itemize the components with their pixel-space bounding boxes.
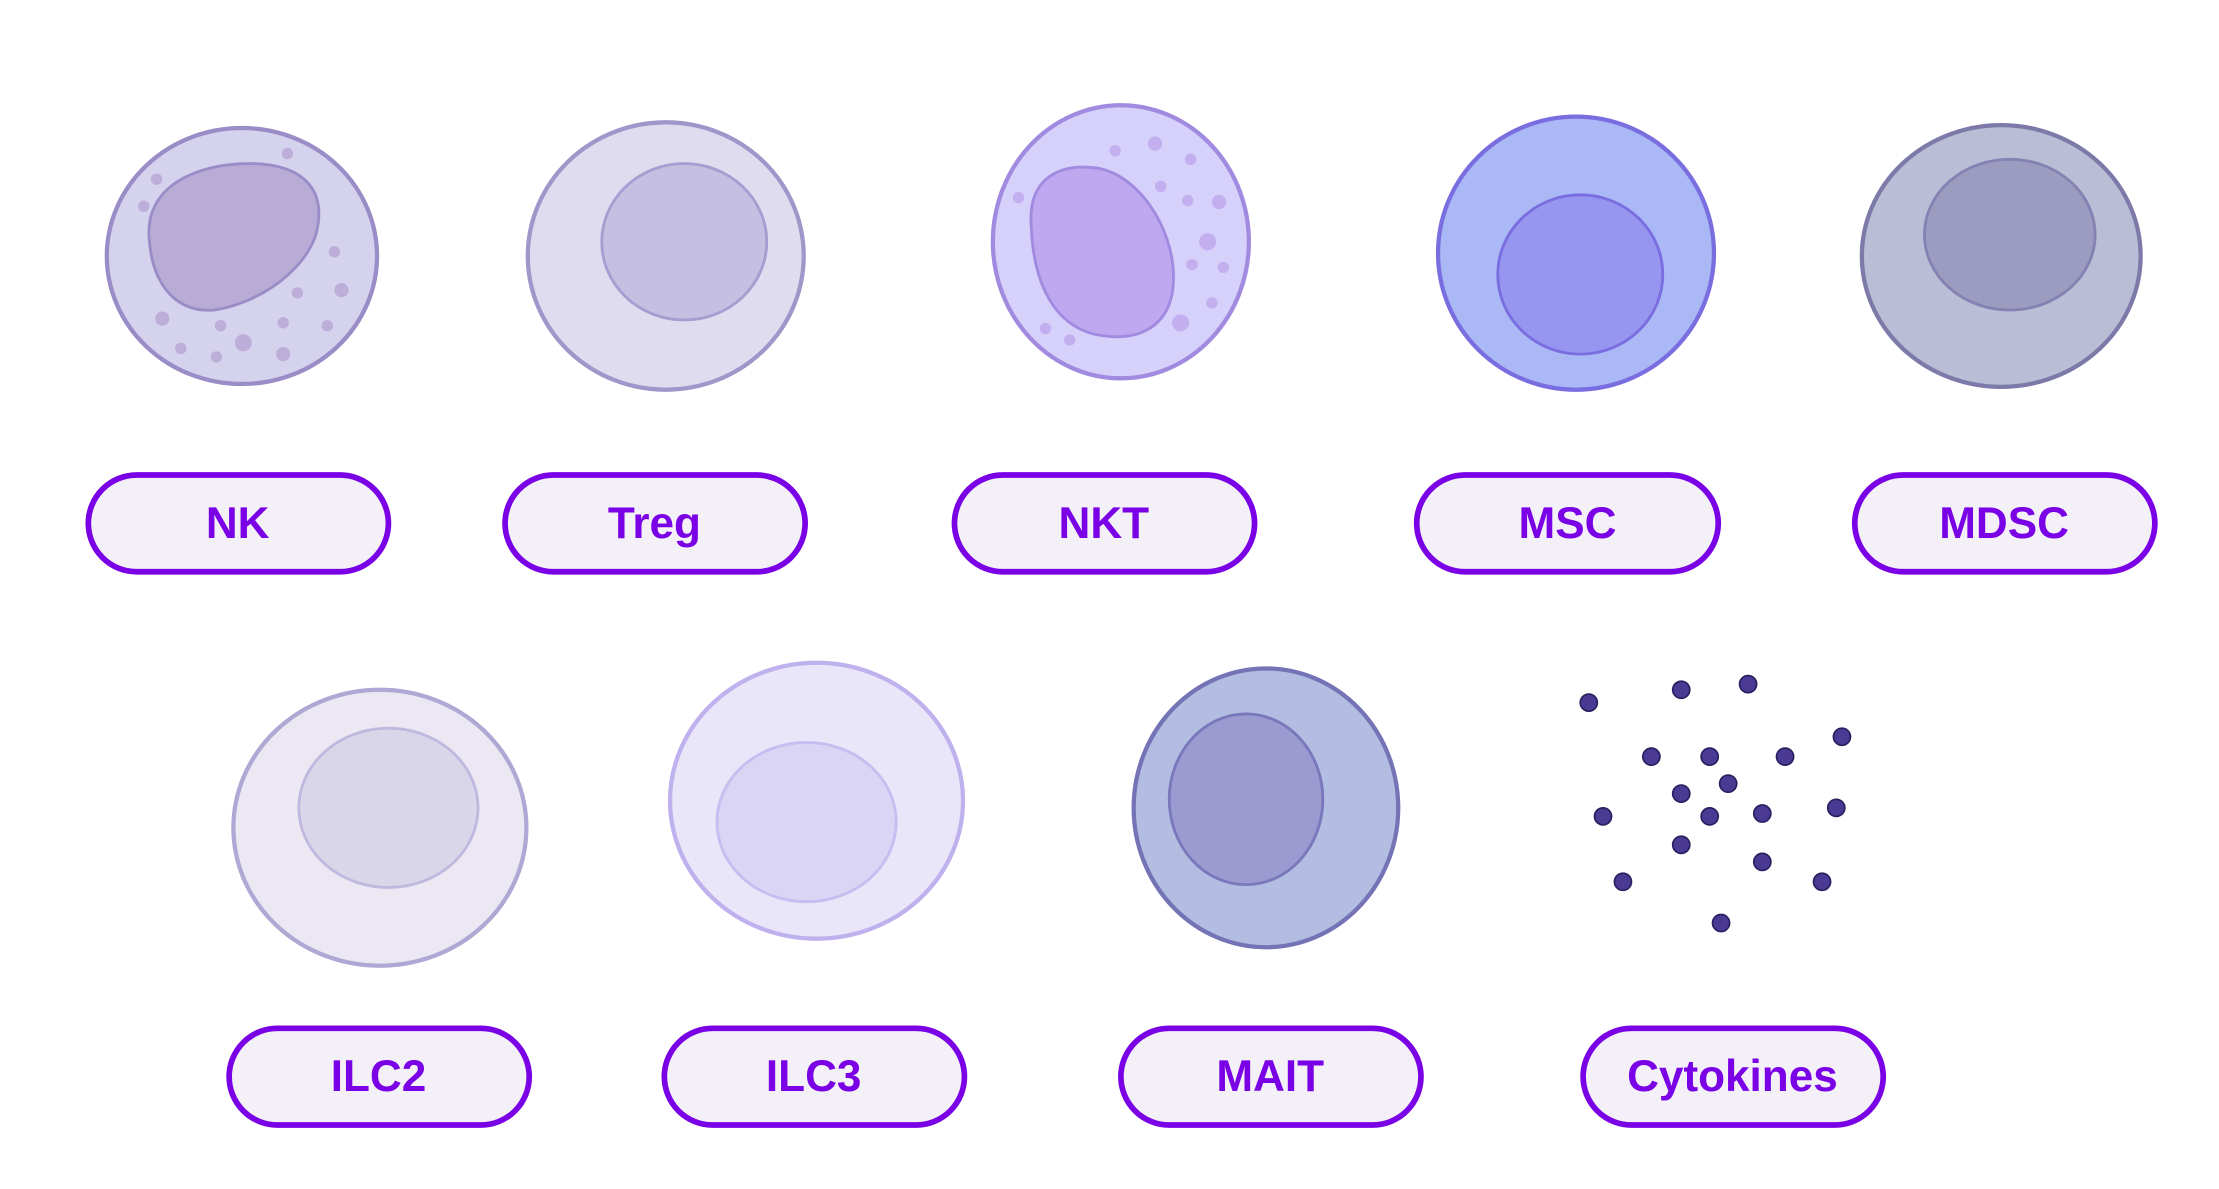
svg-text:NK: NK xyxy=(206,499,270,548)
granule xyxy=(210,351,223,363)
ilc2-cell xyxy=(231,687,529,968)
svg-text:ILC3: ILC3 xyxy=(766,1052,862,1101)
granule xyxy=(1206,297,1218,309)
svg-text:ILC2: ILC2 xyxy=(331,1052,427,1101)
label-mdsc: MDSC xyxy=(1851,472,2158,575)
nk-cell xyxy=(104,125,380,387)
msc-cell xyxy=(1435,114,1717,392)
granule xyxy=(1155,180,1167,193)
cytokine-dots xyxy=(1579,674,1852,933)
granule xyxy=(1109,145,1121,157)
cytokine-dot xyxy=(1671,835,1691,855)
label-nk: NK xyxy=(85,472,392,575)
cytokine-dot xyxy=(1700,747,1720,767)
cytokine-dot xyxy=(1641,747,1661,767)
granule xyxy=(155,311,170,326)
cytokine-dot xyxy=(1752,852,1772,872)
ilc3-cell xyxy=(667,660,966,941)
cytokine-dot xyxy=(1671,680,1691,700)
granule xyxy=(150,173,163,185)
cytokine-dot xyxy=(1593,806,1613,826)
granule xyxy=(328,246,341,258)
granule xyxy=(334,283,349,298)
label-ilc2: ILC2 xyxy=(226,1025,533,1128)
mdsc-cell xyxy=(1859,123,2143,389)
granule xyxy=(1039,322,1052,335)
label-cytokines: Cytokines xyxy=(1580,1025,1887,1128)
granule xyxy=(1217,261,1229,274)
granule xyxy=(1172,314,1190,332)
granule xyxy=(321,320,333,332)
cytokine-dot xyxy=(1832,727,1852,747)
granule xyxy=(175,342,187,355)
nkt-cell xyxy=(990,103,1252,381)
granule xyxy=(1211,194,1227,210)
cytokine-dot xyxy=(1738,674,1758,694)
svg-text:Treg: Treg xyxy=(608,499,701,548)
svg-text:MAIT: MAIT xyxy=(1216,1052,1324,1101)
granule xyxy=(276,347,291,362)
granule xyxy=(1186,258,1198,271)
cytokine-dot xyxy=(1613,872,1633,892)
granule xyxy=(291,287,304,299)
cytokine-dot xyxy=(1826,798,1846,818)
granule xyxy=(281,147,294,160)
cytokine-dot xyxy=(1579,693,1599,712)
treg-cell xyxy=(525,120,806,392)
cytokine-dot xyxy=(1711,913,1731,933)
label-mait: MAIT xyxy=(1118,1025,1424,1128)
granule xyxy=(1184,153,1197,165)
cytokine-dot xyxy=(1671,784,1691,804)
cytokine-dot xyxy=(1775,747,1795,767)
granule xyxy=(234,334,252,352)
svg-text:Cytokines: Cytokines xyxy=(1627,1052,1838,1101)
svg-text:MDSC: MDSC xyxy=(1939,499,2069,548)
label-treg: Treg xyxy=(502,472,808,575)
granule xyxy=(1147,136,1163,151)
cytokine-dot xyxy=(1752,804,1772,823)
granule xyxy=(1012,192,1025,204)
mait-cell xyxy=(1131,666,1401,950)
label-msc: MSC xyxy=(1413,472,1722,575)
svg-text:NKT: NKT xyxy=(1059,499,1150,548)
cytokine-dot xyxy=(1700,806,1720,826)
granule xyxy=(277,317,289,329)
granule xyxy=(1063,334,1076,346)
granule xyxy=(138,200,150,212)
cytokine-dot xyxy=(1812,872,1832,892)
granule xyxy=(1199,233,1217,251)
label-nkt: NKT xyxy=(951,472,1258,575)
label-ilc3: ILC3 xyxy=(661,1025,968,1128)
svg-text:MSC: MSC xyxy=(1518,499,1616,548)
cytokine-dot xyxy=(1718,774,1738,794)
granule xyxy=(1182,194,1194,207)
granule xyxy=(214,320,227,332)
